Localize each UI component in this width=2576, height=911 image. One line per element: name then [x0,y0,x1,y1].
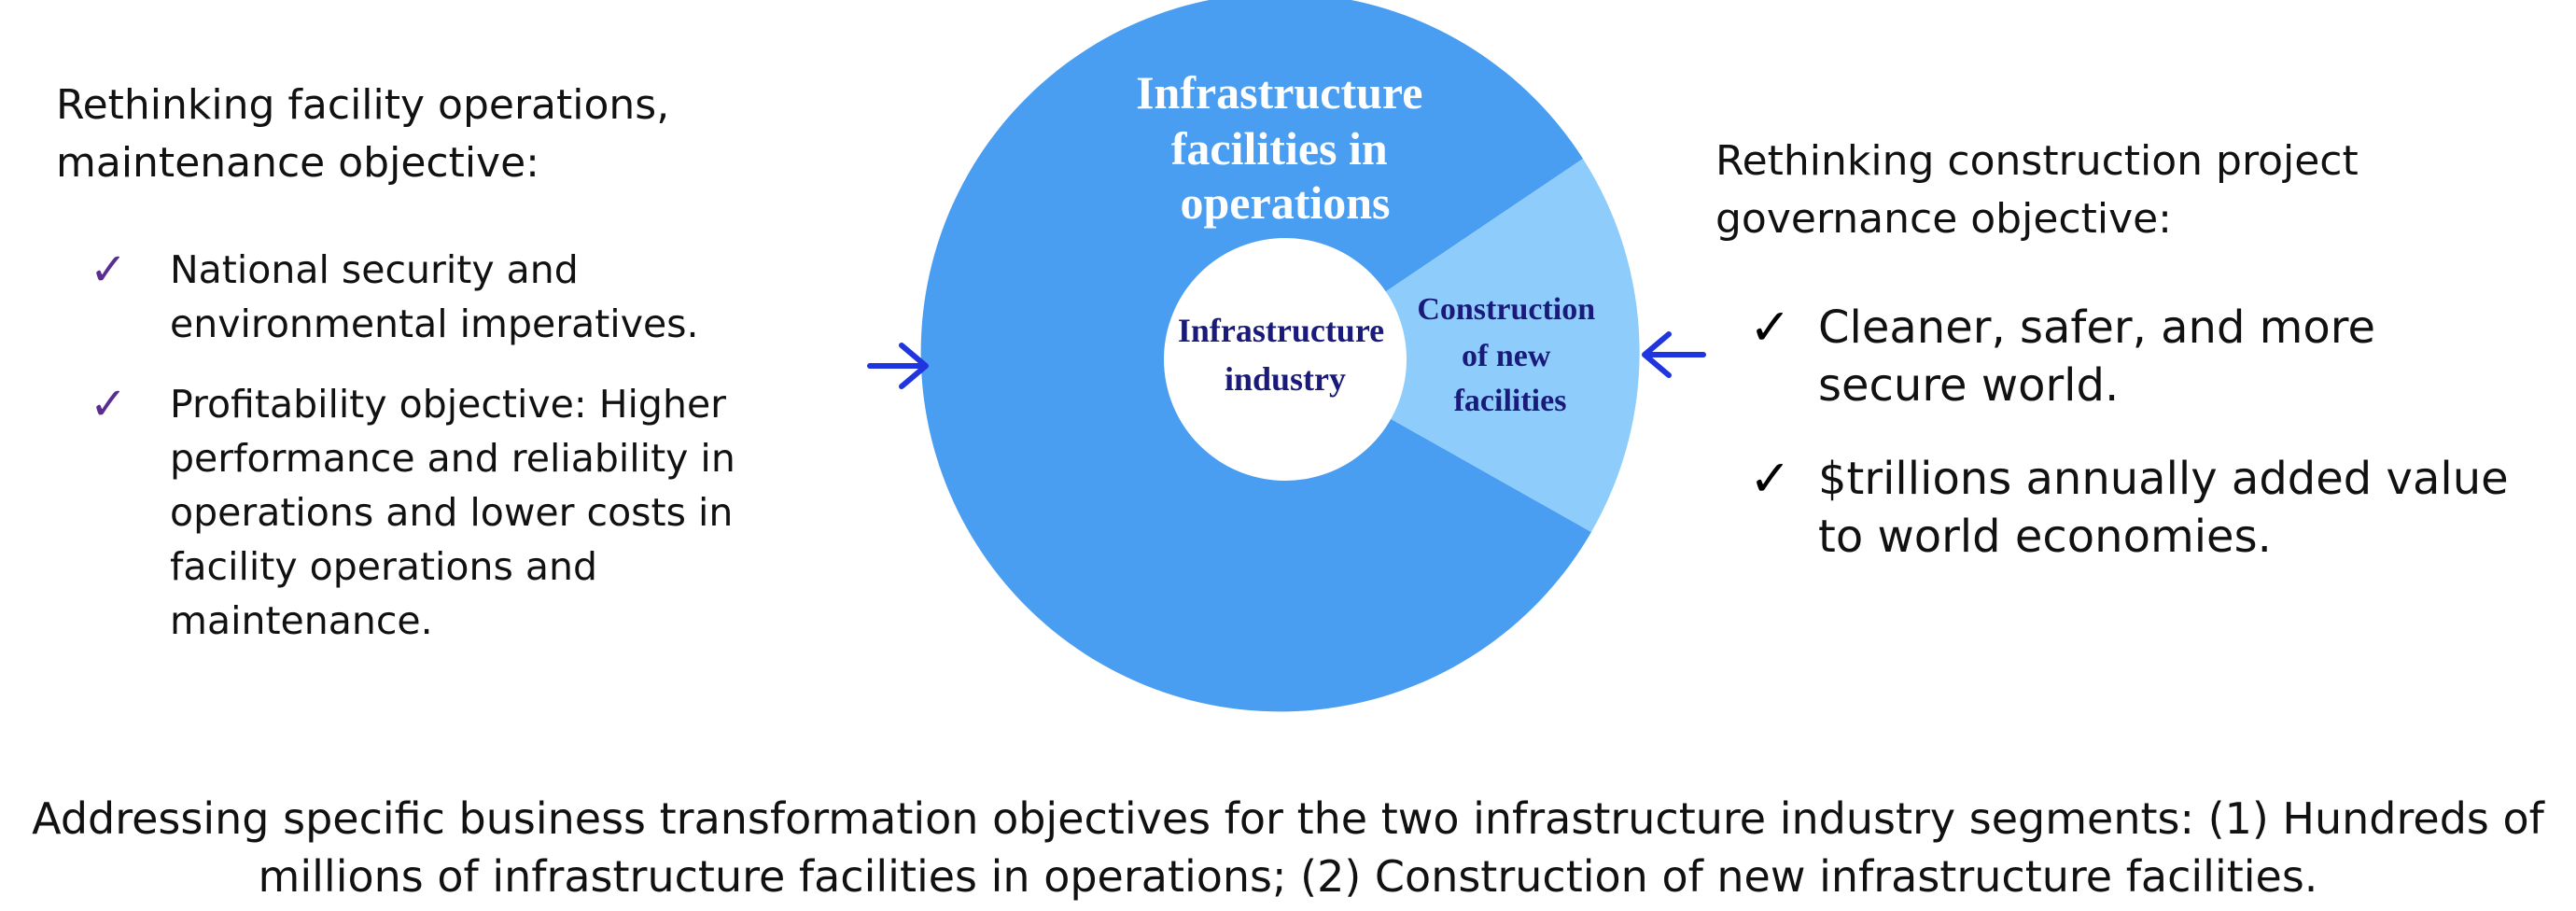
right-objective-item: ✓ Cleaner, safer, and more secure world. [1715,299,2555,414]
left-objective-list: ✓ National security and environmental im… [56,243,821,648]
footer-caption: Addressing specific business transformat… [0,790,2576,905]
right-objective-item: ✓ $trillions annually added value to wor… [1715,450,2555,566]
left-objective-item: ✓ National security and environmental im… [56,243,821,351]
footer-line-1: Addressing specific business transformat… [32,793,2544,844]
right-heading-line-1: Rethinking construction project [1715,137,2359,185]
right-heading-line-2: governance objective: [1715,195,2173,243]
right-heading: Rethinking construction project governan… [1715,133,2555,248]
checkmark-icon: ✓ [1749,298,1792,357]
left-item-1-line-1: National security and [170,247,579,292]
operations-label-line-3: operations [1181,176,1391,229]
operations-label-line-1: Infrastructure [1136,66,1422,119]
right-item-1-line-1: Cleaner, safer, and more [1818,301,2375,354]
center-circle [1164,238,1407,481]
left-item-2-line-3: operations and lower costs in [170,490,734,535]
left-panel: Rethinking facility operations, maintena… [56,77,821,674]
right-item-2-line-1: $trillions annually added value [1818,453,2509,505]
left-heading: Rethinking facility operations, maintena… [56,77,821,192]
construction-label-line-1: Construction [1417,292,1595,327]
left-heading-line-2: maintenance objective: [56,139,539,187]
checkmark-icon: ✓ [90,244,128,296]
right-objective-list: ✓ Cleaner, safer, and more secure world.… [1715,299,2555,566]
right-arrow-icon [1642,331,1706,378]
center-label-line-1: Infrastructure [1178,312,1384,349]
right-item-1-line-2: secure world. [1818,359,2120,412]
center-label: Infrastructure industry [1178,312,1393,398]
center-label-line-2: industry [1225,360,1346,398]
right-panel: Rethinking construction project governan… [1715,133,2555,601]
right-item-2-line-2: to world economies. [1818,511,2272,563]
left-item-2-line-4: facility operations and [170,544,598,589]
construction-label-line-3: facilities [1454,384,1567,418]
left-item-2-line-1: Profitability objective: Higher [170,382,727,427]
footer-line-2: millions of infrastructure facilities in… [258,851,2318,902]
operations-label: Infrastructure facilities in operations [1136,66,1435,229]
left-arrow-icon [867,343,929,389]
construction-label-line-2: of new [1462,339,1551,373]
left-item-1-line-2: environmental imperatives. [170,301,699,346]
checkmark-icon: ✓ [1749,449,1792,508]
left-objective-item: ✓ Profitability objective: Higher perfor… [56,377,821,648]
construction-segment [1285,159,1640,532]
left-item-2-line-5: maintenance. [170,598,433,643]
left-heading-line-1: Rethinking facility operations, [56,81,670,129]
operations-label-line-2: facilities in [1171,122,1388,175]
construction-label: Construction of new facilities [1417,292,1603,418]
left-item-2-line-2: performance and reliability in [170,436,735,481]
checkmark-icon: ✓ [90,378,128,430]
